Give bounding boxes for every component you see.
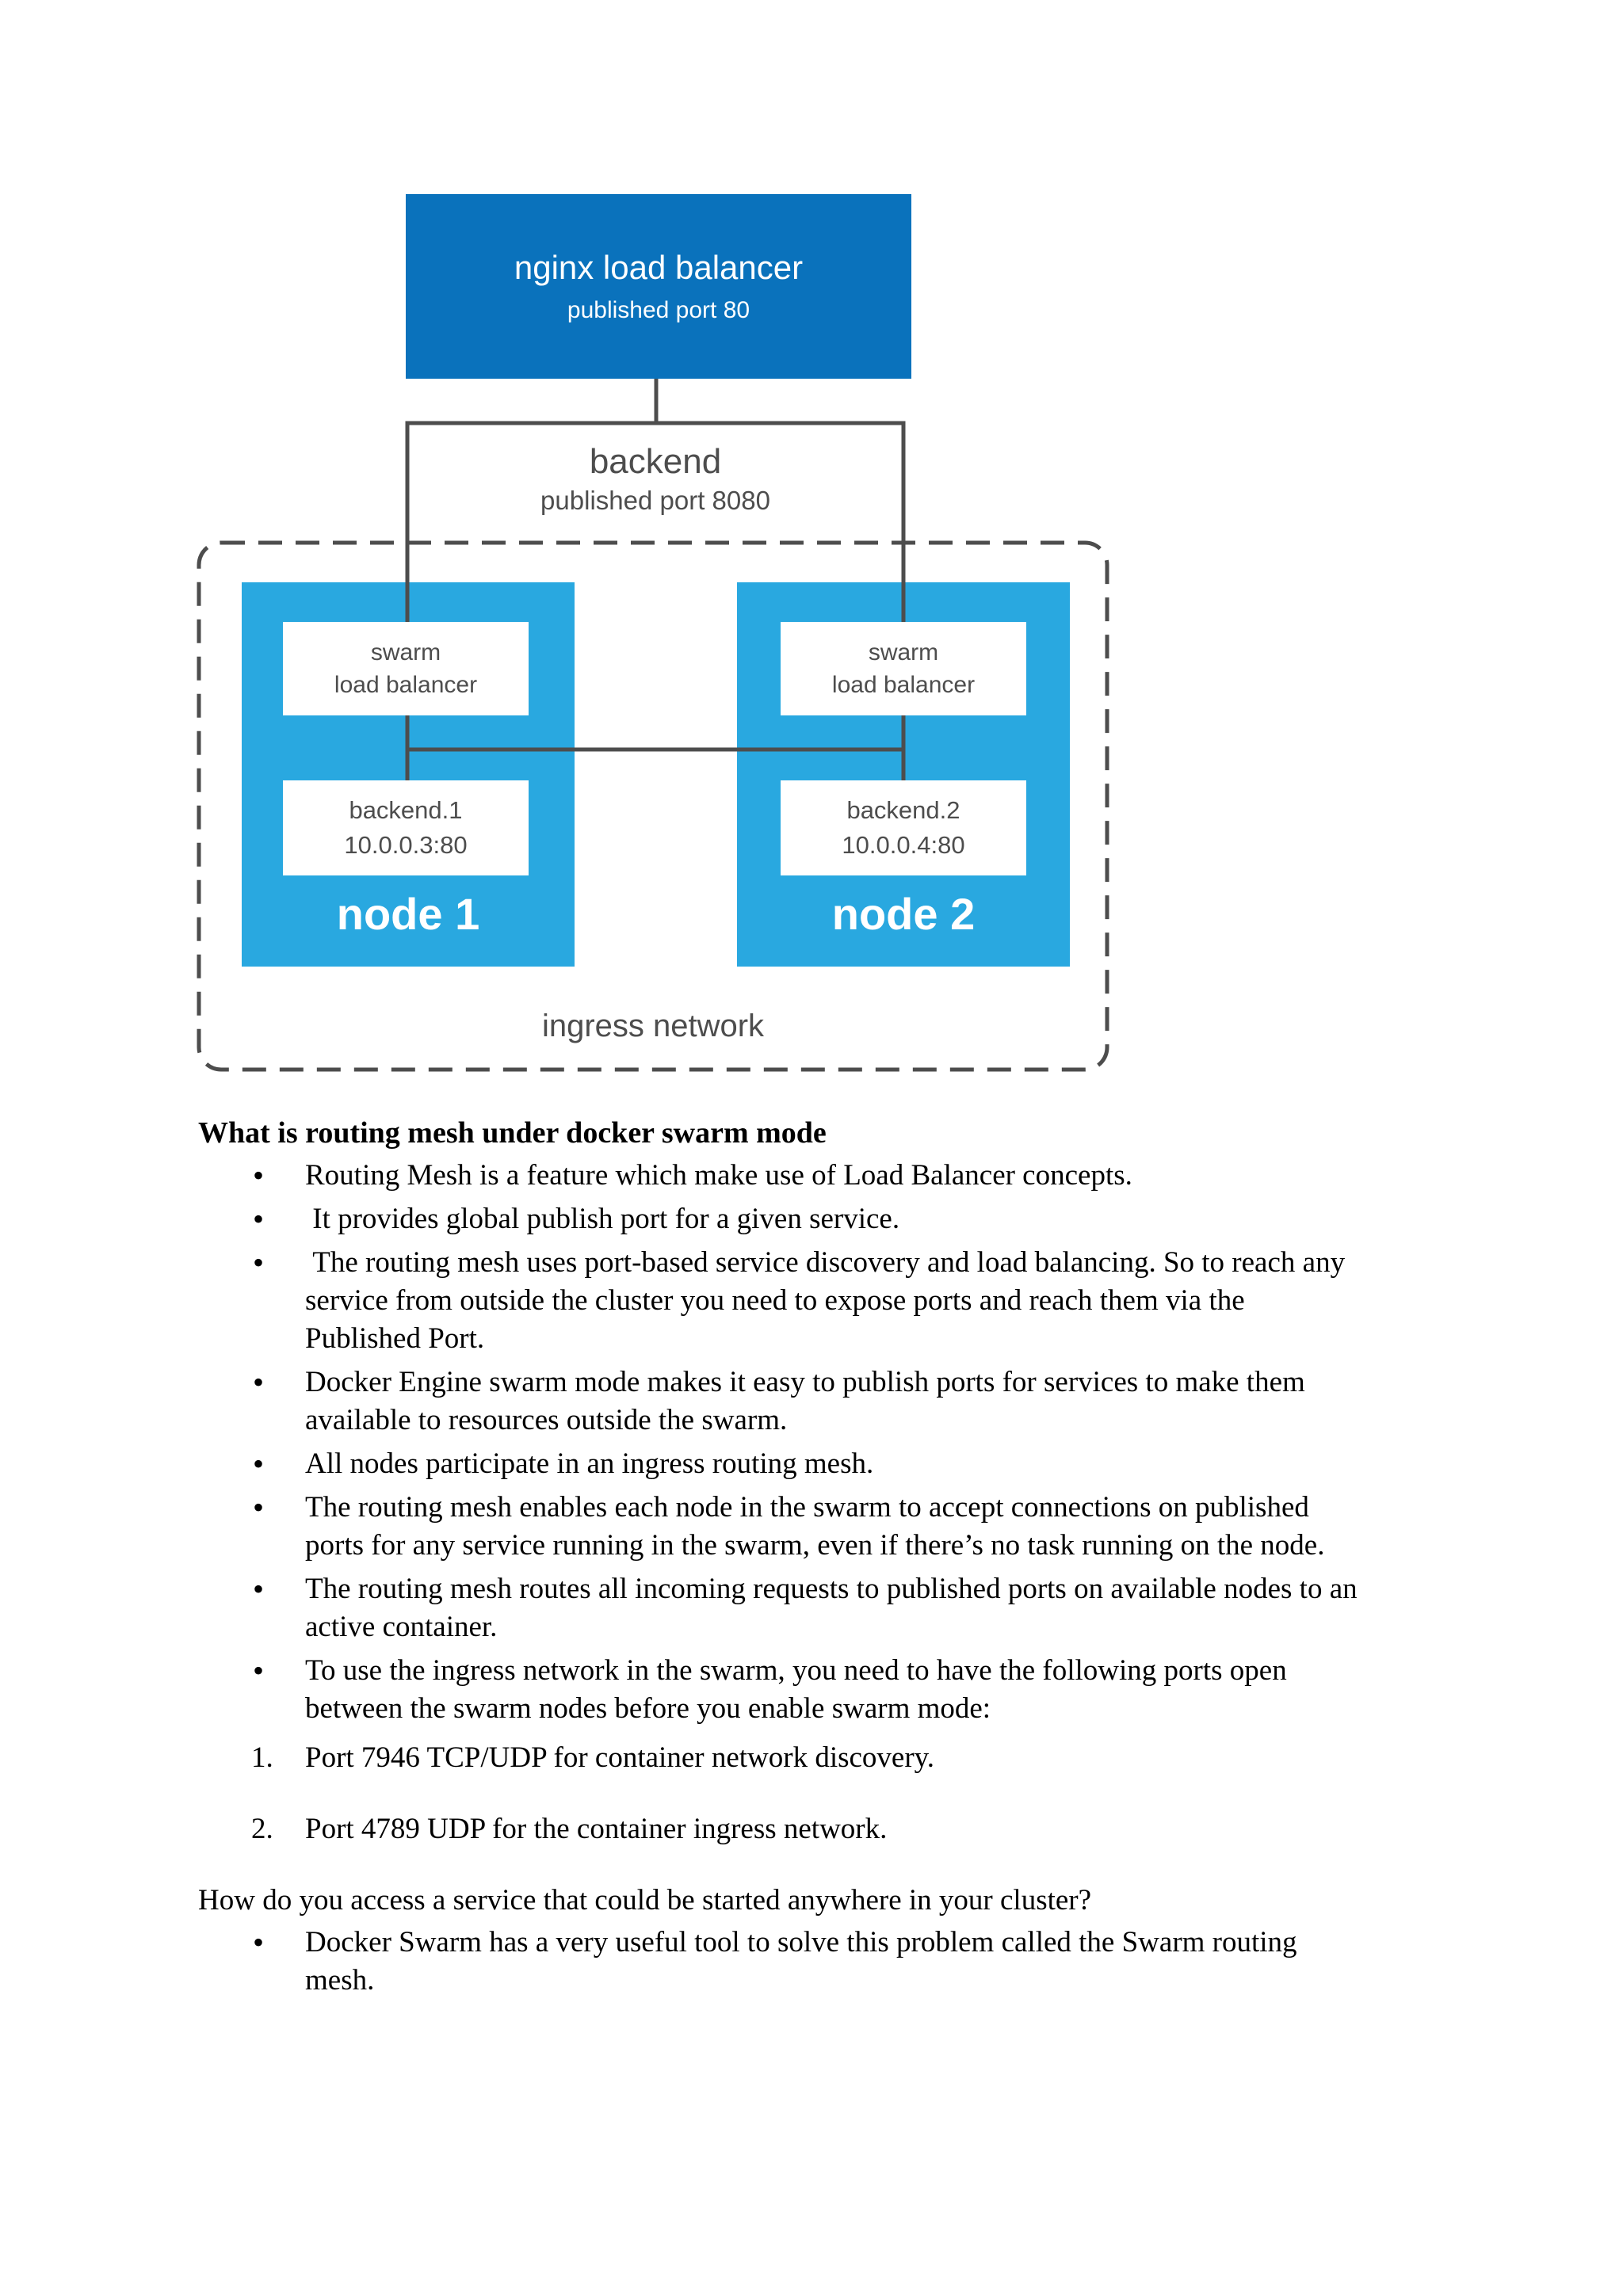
- ingress-network-dashed-border: [197, 540, 1109, 1072]
- routing-mesh-bullet-list: Routing Mesh is a feature which make use…: [198, 1157, 1529, 1728]
- node1-backend-task-box: backend.1 10.0.0.3:80: [283, 780, 529, 875]
- node2-label: node 2: [831, 889, 976, 939]
- question-text: How do you access a service that could b…: [198, 1884, 1092, 1917]
- list-item: The routing mesh enables each node in th…: [253, 1489, 1529, 1565]
- list-item: Docker Engine swarm mode makes it easy t…: [253, 1363, 1529, 1440]
- backend-box-outline: [405, 421, 906, 626]
- ingress-network-label: ingress network: [541, 1009, 765, 1043]
- list-item: Port 4789 UDP for the container ingress …: [251, 1810, 888, 1848]
- document-body: What is routing mesh under docker swarm …: [198, 1113, 1529, 2005]
- backend-box-title: backend: [589, 442, 722, 481]
- node1-label: node 1: [336, 889, 480, 939]
- nginx-box-title: nginx load balancer: [514, 248, 804, 286]
- list-item: It provides global publish port for a gi…: [253, 1200, 1529, 1238]
- node2-backend-task-box: backend.2 10.0.0.4:80: [781, 780, 1026, 875]
- list-item: The routing mesh uses port-based service…: [253, 1244, 1529, 1358]
- list-item: To use the ingress network in the swarm,…: [253, 1652, 1529, 1728]
- diagram-connectors: [197, 376, 1109, 1072]
- page-title: What is routing mesh under docker swarm …: [198, 1116, 827, 1150]
- list-item: Port 7946 TCP/UDP for container network …: [251, 1739, 935, 1777]
- list-item: All nodes participate in an ingress rout…: [253, 1445, 1529, 1483]
- backend-box-subtitle: published port 8080: [540, 486, 770, 515]
- list-item: The routing mesh routes all incoming req…: [253, 1570, 1529, 1646]
- list-item: Routing Mesh is a feature which make use…: [253, 1157, 1529, 1195]
- nginx-load-balancer-box: nginx load balancer published port 80: [406, 194, 911, 379]
- list-item: Docker Swarm has a very useful tool to s…: [253, 1924, 1529, 2000]
- question-bullet-list: Docker Swarm has a very useful tool to s…: [198, 1924, 1529, 2000]
- nginx-box-subtitle: published port 80: [567, 296, 750, 323]
- ports-numbered-list: Port 7946 TCP/UDP for container network …: [198, 1739, 1529, 1848]
- node2-swarm-load-balancer-box: swarm load balancer: [781, 622, 1026, 715]
- swarm-routing-mesh-diagram: nginx load balancer published port 80 ba…: [0, 0, 1623, 1109]
- node1-swarm-load-balancer-box: swarm load balancer: [283, 622, 529, 715]
